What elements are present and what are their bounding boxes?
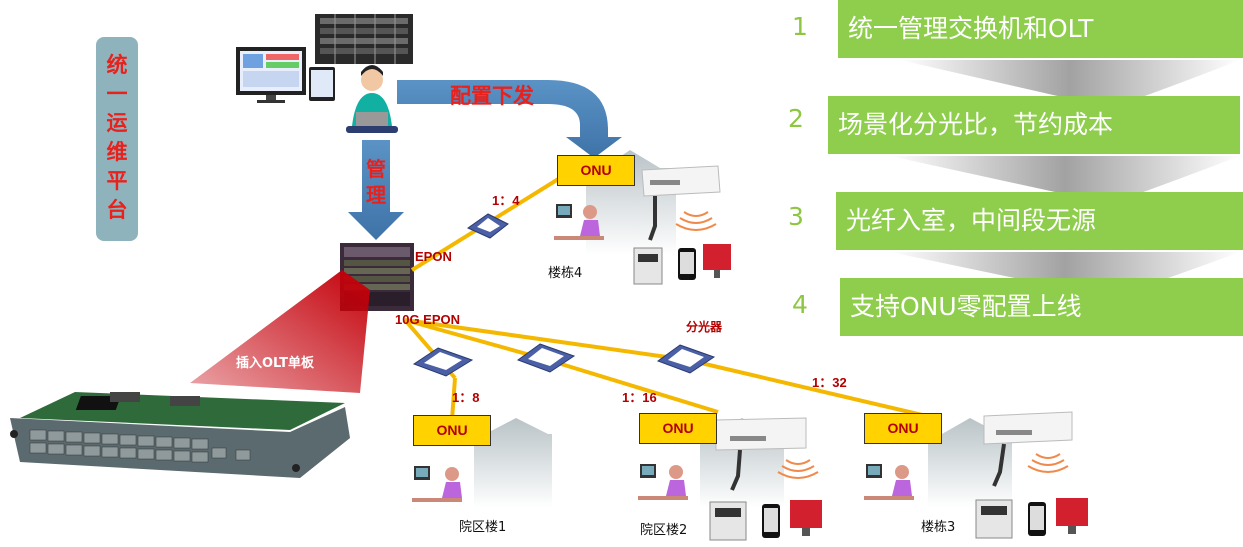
config-arrow — [397, 80, 622, 158]
onu-badge: ONU — [864, 413, 942, 444]
building-label: 楼栋3 — [921, 520, 956, 535]
pc-user-icon — [864, 464, 914, 500]
meter-icon — [633, 247, 663, 285]
manage-label: 管 理 — [366, 156, 386, 208]
platform-char: 台 — [106, 198, 128, 222]
wifi-icon — [675, 211, 717, 231]
pc-user-icon — [554, 204, 604, 240]
tv-icon — [703, 244, 731, 278]
manage-char: 管 — [366, 157, 386, 181]
splitter-icon — [516, 343, 576, 373]
manage-arrow — [348, 140, 404, 240]
platform-char: 一 — [106, 82, 128, 106]
feature-number: 4 — [792, 290, 808, 319]
platform-char: 统 — [106, 53, 128, 77]
splitter-icon — [656, 344, 716, 374]
onu-device-icon — [715, 417, 807, 491]
feature-box: 光纤入室，中间段无源 — [836, 192, 1243, 250]
platform-char: 维 — [106, 140, 128, 164]
platform-label: 统 一 运 维 平 台 — [96, 37, 138, 241]
feature-shadows — [890, 60, 1240, 298]
olt-line-card-icon — [10, 392, 350, 478]
splitter-label: 分光器 — [686, 320, 723, 334]
building-label: 院区楼1 — [459, 520, 507, 535]
meter-icon — [709, 501, 747, 541]
platform-char: 运 — [106, 111, 128, 135]
splitter-icon — [466, 213, 509, 239]
insert-card-label: 插入OLT单板 — [236, 356, 315, 371]
splitter-icon — [412, 347, 474, 377]
wifi-icon — [1027, 453, 1069, 473]
phone-icon — [1028, 502, 1046, 536]
tv-icon — [1056, 498, 1088, 534]
feature-box: 统一管理交换机和OLT — [838, 0, 1243, 58]
feature-box: 支持ONU零配置上线 — [840, 278, 1243, 336]
ratio-label: 1：8 — [452, 390, 480, 405]
onu-badge: ONU — [413, 415, 491, 446]
building-label: 院区楼2 — [640, 523, 688, 538]
tv-icon — [790, 500, 822, 536]
onu-device-icon — [983, 411, 1073, 487]
pc-user-icon — [412, 466, 462, 502]
epon10g-label: 10G EPON — [395, 312, 461, 327]
pc-user-icon — [638, 464, 688, 500]
ratio-label: 1：16 — [622, 390, 657, 405]
meter-icon — [975, 499, 1013, 539]
config-label: 配置下发 — [450, 84, 534, 108]
wifi-icon — [777, 459, 819, 479]
ratio-label: 1：4 — [492, 193, 520, 208]
feature-number: 3 — [788, 202, 804, 231]
onu-badge: ONU — [639, 413, 717, 444]
phone-icon — [762, 504, 780, 538]
manage-char: 理 — [366, 183, 386, 207]
card-projection — [190, 270, 370, 393]
onu-device-icon — [641, 165, 721, 241]
monitor-icon — [236, 47, 335, 103]
feature-number: 1 — [792, 12, 808, 41]
building-house — [474, 418, 552, 508]
building-label: 楼栋4 — [548, 266, 583, 281]
feature-box: 场景化分光比，节约成本 — [828, 96, 1240, 154]
user-icon — [346, 65, 398, 133]
server-rack-icon — [315, 14, 413, 64]
ratio-label: 1：32 — [812, 375, 847, 390]
epon-label: EPON — [415, 249, 452, 264]
platform-char: 平 — [106, 169, 128, 193]
phone-icon — [678, 248, 696, 280]
onu-badge: ONU — [557, 155, 635, 186]
feature-number: 2 — [788, 104, 804, 133]
